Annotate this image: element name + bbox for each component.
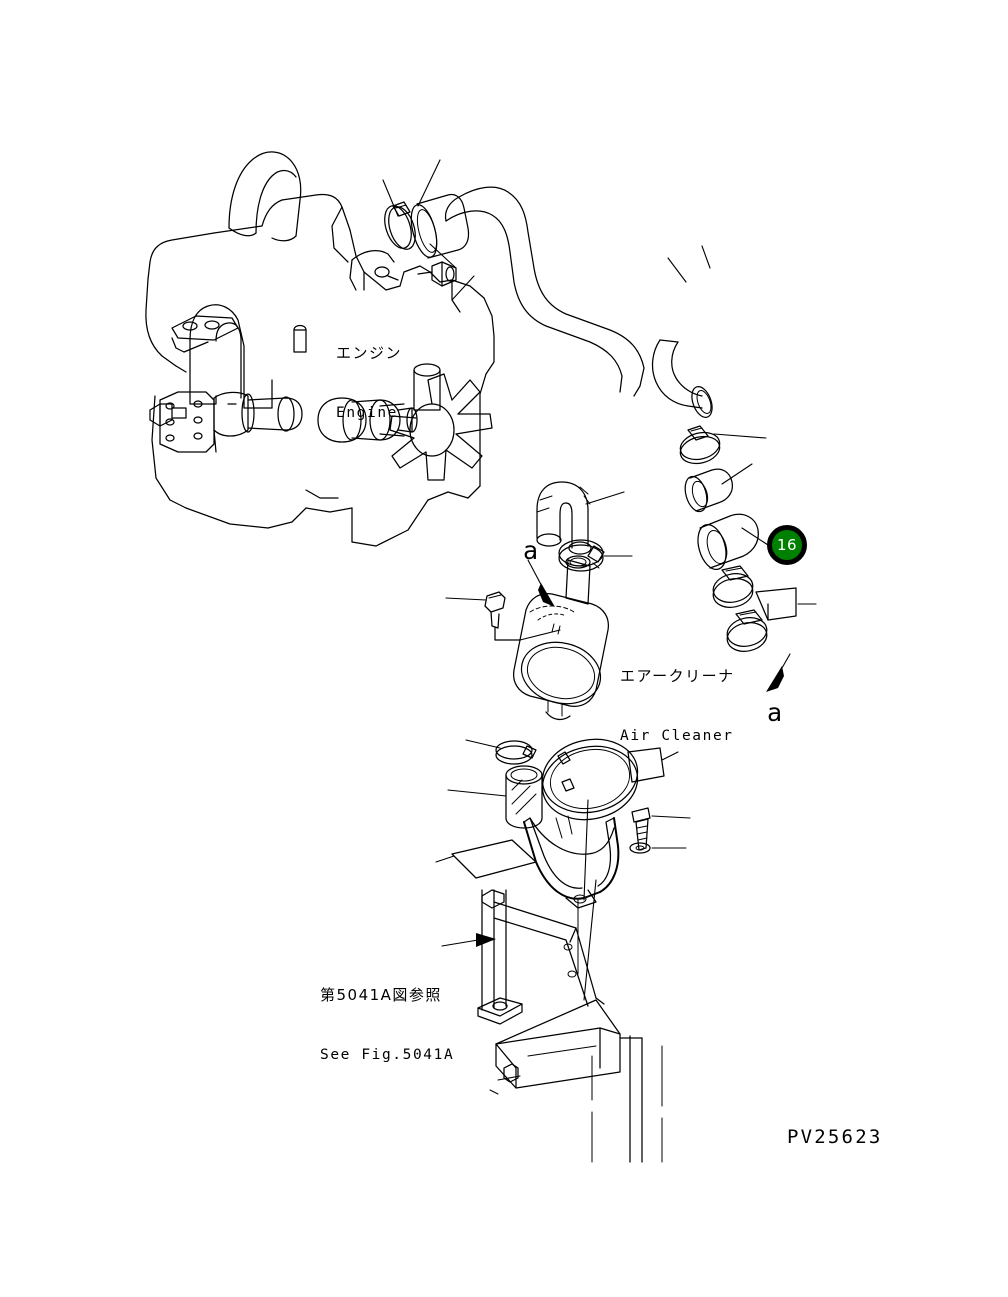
intake-exploded-chain: [651, 339, 797, 652]
section-marker-a-lower: a: [767, 698, 783, 727]
mounting-band: [541, 738, 665, 821]
section-arrow-a-lower: [766, 653, 791, 692]
label-engine-en: Engine: [336, 405, 398, 422]
section-marker-a-upper: a: [523, 536, 539, 565]
intake-hose-main-item16: [697, 513, 759, 571]
support-frame: [477, 889, 663, 1163]
intake-sleeve-chain: [684, 468, 734, 513]
drawing-number: PV25623: [787, 1126, 883, 1148]
label-air-cleaner-en: Air Cleaner: [620, 728, 734, 745]
air-cleaner-elbow: [536, 481, 592, 555]
label-engine: エンジン Engine: [336, 303, 402, 464]
label-see-figure-en: See Fig.5041A: [320, 1047, 455, 1064]
label-air-cleaner: エアークリーナ Air Cleaner: [620, 626, 735, 787]
callout-badge-16[interactable]: 16: [767, 525, 807, 565]
air-cleaner-mounting: [451, 738, 665, 909]
mounting-clamp-small: [495, 740, 537, 765]
air-intake-hose-upper: [349, 186, 645, 397]
section-arrow-a-upper: [527, 559, 555, 607]
filter-element: [505, 765, 543, 829]
engine-assembly: [145, 151, 495, 547]
hose-clamp-upper: [384, 201, 416, 250]
air-cleaner-outlet-clamp: [558, 539, 605, 572]
hose-clamp-chain-3: [726, 609, 768, 652]
label-see-figure: 第5041A図参照 See Fig.5041A: [320, 945, 454, 1106]
callout-badge-16-number: 16: [777, 535, 797, 554]
leader-lines: [382, 159, 817, 1001]
mount-bolt: [631, 807, 651, 851]
label-see-figure-jp: 第5041A図参照: [320, 985, 442, 1004]
label-engine-jp: エンジン: [336, 343, 403, 362]
see-figure-arrow: [441, 933, 496, 947]
dust-indicator: [484, 591, 521, 641]
air-cleaner-body: [512, 555, 610, 721]
mount-washer: [629, 842, 651, 854]
air-cleaner-assembly: [484, 481, 610, 721]
label-air-cleaner-jp: エアークリーナ: [620, 666, 735, 685]
hose-clamp-chain-1: [679, 425, 721, 465]
mounting-cradle: [451, 815, 620, 909]
hose-clamp-chain-2: [712, 565, 754, 608]
